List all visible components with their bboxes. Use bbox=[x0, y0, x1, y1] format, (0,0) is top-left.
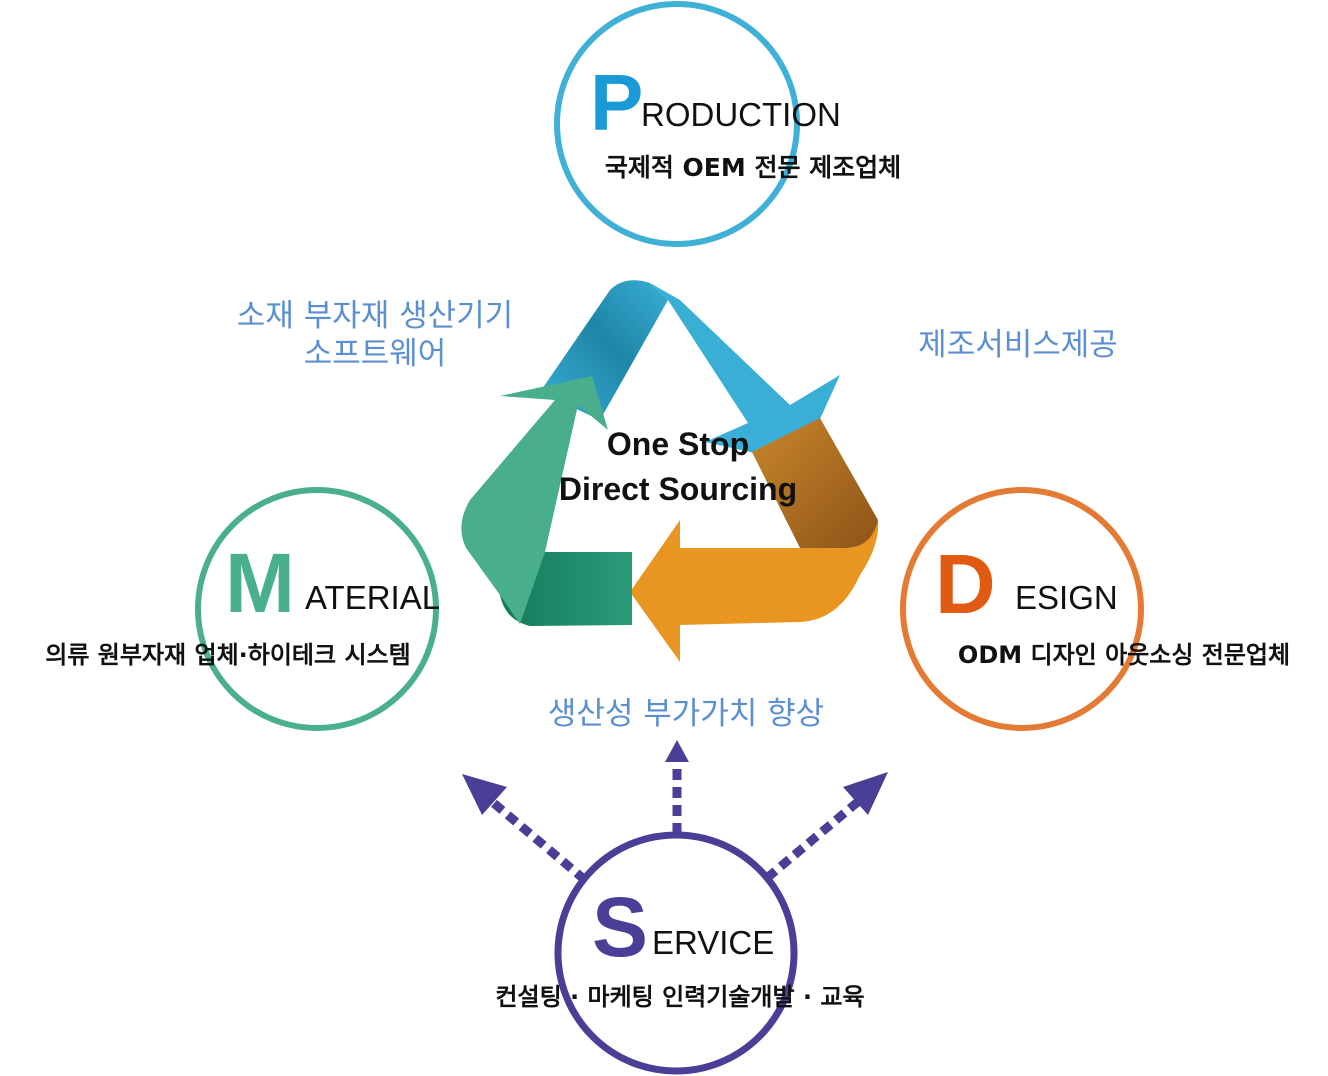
production-node: P RODUCTION 국제적 OEM 전문 제조업체 bbox=[554, 1, 901, 247]
dashed-arrow-right bbox=[764, 796, 863, 882]
material-word: ATERIAL bbox=[305, 579, 440, 616]
green-arrow bbox=[461, 376, 608, 624]
blue-arrow bbox=[650, 283, 840, 463]
service-word: ERVICE bbox=[652, 924, 774, 961]
material-letter: M bbox=[225, 536, 295, 630]
service-node: S ERVICE 컨설팅 · 마케팅 인력기술개발 · 교육 bbox=[495, 831, 865, 1075]
service-circle bbox=[554, 831, 798, 1075]
note-top-right: 제조서비스제공 bbox=[918, 327, 1118, 363]
material-node: M ATERIAL 의류 원부자재 업체·하이테크 시스템 bbox=[45, 487, 440, 731]
design-node: D ESIGN ODM 디자인 아웃소싱 전문업체 bbox=[900, 487, 1290, 731]
design-letter: D bbox=[935, 537, 996, 631]
production-circle bbox=[554, 1, 800, 247]
design-circle bbox=[900, 487, 1144, 731]
dashed-arrow-up-head bbox=[665, 740, 689, 762]
material-description: 의류 원부자재 업체·하이테크 시스템 bbox=[45, 641, 410, 669]
design-word: ESIGN bbox=[1015, 579, 1118, 616]
dashed-arrow-left-head bbox=[462, 774, 507, 815]
note-top-left-line1: 소재 부자재 생산기기 bbox=[237, 298, 513, 334]
note-top-left-line2: 소프트웨어 bbox=[304, 336, 447, 372]
brown-arrow-band bbox=[752, 418, 878, 548]
service-dashed-arrows bbox=[462, 740, 888, 884]
service-description: 컨설팅 · 마케팅 인력기술개발 · 교육 bbox=[495, 983, 864, 1011]
cycle-arrows bbox=[461, 280, 879, 662]
design-description: ODM 디자인 아웃소싱 전문업체 bbox=[958, 641, 1290, 669]
dashed-arrow-left bbox=[487, 796, 588, 884]
production-word: RODUCTION bbox=[641, 96, 841, 133]
center-title-line1: One Stop bbox=[607, 426, 749, 462]
center-title-line2: Direct Sourcing bbox=[559, 471, 797, 507]
dashed-arrow-right-head bbox=[843, 772, 888, 815]
production-letter: P bbox=[590, 58, 643, 147]
service-letter: S bbox=[592, 880, 648, 974]
material-circle bbox=[195, 487, 439, 731]
orange-arrow bbox=[630, 520, 879, 662]
note-bottom: 생산성 부가가치 향상 bbox=[548, 696, 824, 732]
production-description: 국제적 OEM 전문 제조업체 bbox=[605, 153, 901, 182]
